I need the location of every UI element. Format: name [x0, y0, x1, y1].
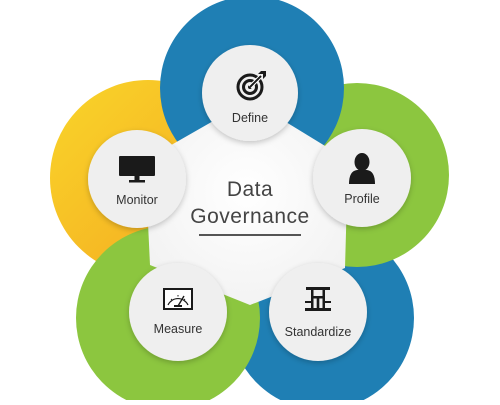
gauge-icon [163, 288, 193, 310]
node-label-define: Define [231, 111, 269, 125]
center-hub [145, 100, 348, 305]
target-icon [236, 71, 266, 101]
monitor-icon [119, 156, 155, 183]
node-label-standardize: Standardize [284, 325, 352, 339]
node-label-monitor: Monitor [116, 193, 158, 207]
title-underline [199, 234, 301, 236]
person-icon [349, 153, 375, 184]
standardize-icon [305, 287, 331, 311]
node-measure [129, 263, 227, 361]
center-title-line2: Governance [190, 205, 310, 228]
center-title-line1: Data [226, 178, 274, 201]
node-standardize [269, 263, 367, 361]
node-label-profile: Profile [344, 192, 380, 206]
node-label-measure: Measure [153, 322, 203, 336]
